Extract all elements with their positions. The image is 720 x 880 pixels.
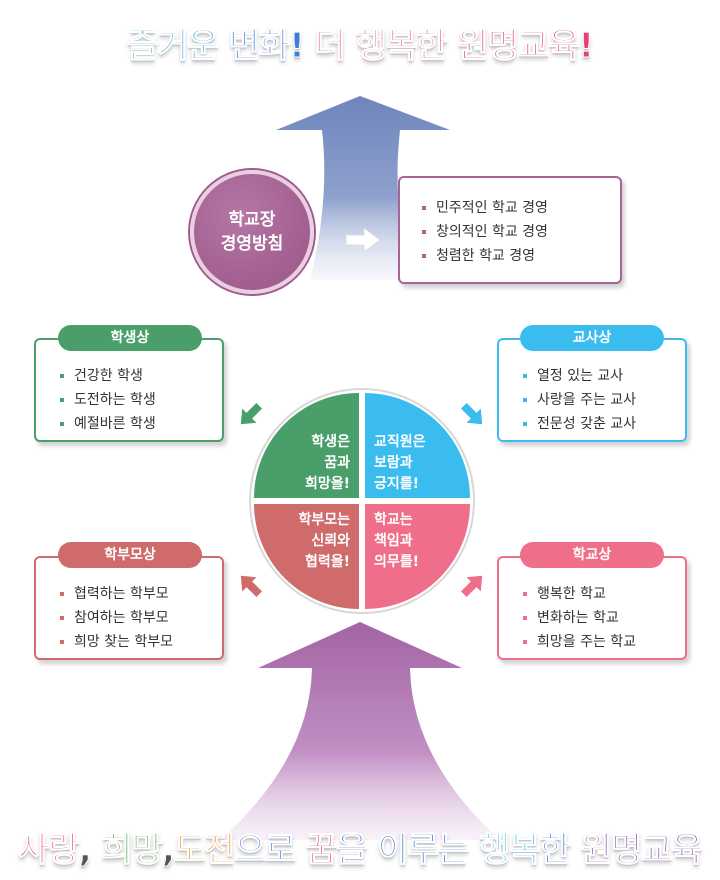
student-card: 건강한 학생 도전하는 학생 예절바른 학생 bbox=[34, 338, 224, 442]
teacher-item: 열정 있는 교사 bbox=[523, 364, 685, 388]
teacher-item: 전문성 갖춘 교사 bbox=[523, 412, 685, 436]
slogan-part: 사랑 bbox=[18, 830, 81, 871]
quadrant-student bbox=[254, 393, 359, 498]
title-part-3: 더 bbox=[314, 26, 356, 67]
policy-item: 민주적인 학교 경영 bbox=[422, 196, 620, 220]
arrow-icon-school bbox=[460, 575, 483, 598]
title-part-2: 변화! bbox=[228, 26, 315, 67]
student-item: 예절바른 학생 bbox=[60, 412, 222, 436]
school-title-pill: 학교상 bbox=[520, 542, 664, 568]
principal-line-2: 경영방침 bbox=[220, 234, 284, 254]
title-part-5: 원명교육! bbox=[457, 26, 595, 67]
slogan-part: 을 bbox=[336, 830, 378, 871]
quadrant-text-student: 학생은 꿈과 희망을! bbox=[296, 432, 350, 495]
right-arrow-icon bbox=[346, 228, 380, 252]
title-part-1: 즐거운 bbox=[126, 26, 229, 67]
policy-item: 창의적인 학교 경영 bbox=[422, 220, 620, 244]
slogan-part: 으로 bbox=[234, 830, 306, 871]
slogan-part: 행복 bbox=[479, 830, 542, 871]
school-item: 행복한 학교 bbox=[523, 582, 685, 606]
parent-title-pill: 학부모상 bbox=[58, 542, 202, 568]
quadrant-line: 책임과 bbox=[374, 533, 413, 549]
quadrant-line: 희망을! bbox=[304, 476, 350, 492]
policy-item: 청렴한 학교 경영 bbox=[422, 244, 620, 268]
slogan-part: 희망 bbox=[101, 830, 164, 871]
principal-policy-box: 민주적인 학교 경영 창의적인 학교 경영 청렴한 학교 경영 bbox=[398, 176, 622, 284]
parent-item: 희망 찾는 학부모 bbox=[60, 630, 222, 654]
quadrant-line: 신뢰와 bbox=[311, 533, 350, 549]
teacher-card: 열정 있는 교사 사랑을 주는 교사 전문성 갖춘 교사 bbox=[497, 338, 687, 442]
parent-item: 협력하는 학부모 bbox=[60, 582, 222, 606]
quadrant-line: 학생은 bbox=[311, 434, 350, 450]
school-item: 변화하는 학교 bbox=[523, 606, 685, 630]
slogan-part: 한 bbox=[539, 830, 581, 871]
quadrant-teacher bbox=[365, 393, 470, 498]
quadrant-line: 보람과 bbox=[374, 455, 413, 471]
bottom-slogan: 사랑, 희망,도전으로 꿈을 이루는 행복한 원명교육 bbox=[0, 822, 720, 871]
parent-item: 참여하는 학부모 bbox=[60, 606, 222, 630]
slogan-part: 꿈 bbox=[305, 830, 337, 871]
quadrant-line: 꿈과 bbox=[324, 455, 350, 471]
school-card: 행복한 학교 변화하는 학교 희망을 주는 학교 bbox=[497, 556, 687, 660]
principal-line-1: 학교장 bbox=[228, 210, 276, 230]
quadrant-line: 의무를! bbox=[374, 554, 420, 570]
slogan-part: 이루는 bbox=[377, 830, 480, 871]
quadrant-line: 학교는 bbox=[374, 512, 413, 528]
quadrant-text-parent: 학부모는 신뢰와 협력을! bbox=[288, 510, 350, 573]
slogan-part: , bbox=[162, 830, 176, 871]
principal-policy-circle: 학교장 경영방침 bbox=[190, 170, 314, 294]
quadrant-parent bbox=[254, 504, 359, 609]
quadrant-school bbox=[365, 504, 470, 609]
slogan-part: , bbox=[78, 830, 102, 871]
upward-arrow-top bbox=[276, 96, 450, 280]
center-circle bbox=[249, 388, 475, 614]
student-item: 도전하는 학생 bbox=[60, 388, 222, 412]
slogan-part: 도전 bbox=[173, 830, 236, 871]
arrow-icon-parent bbox=[240, 575, 263, 598]
page-title: 즐거운 변화! 더 행복한 원명교육! bbox=[0, 18, 720, 67]
title-part-4: 행복한 bbox=[355, 26, 458, 67]
quadrant-text-school: 학교는 책임과 의무를! bbox=[374, 510, 438, 573]
teacher-title-pill: 교사상 bbox=[520, 325, 664, 351]
quadrant-line: 긍지를! bbox=[374, 476, 420, 492]
quadrant-line: 협력을! bbox=[304, 554, 350, 570]
upward-arrow-bottom bbox=[220, 622, 500, 840]
student-item: 건강한 학생 bbox=[60, 364, 222, 388]
quadrant-line: 교직원은 bbox=[374, 434, 426, 450]
teacher-item: 사랑을 주는 교사 bbox=[523, 388, 685, 412]
quadrant-line: 학부모는 bbox=[298, 512, 350, 528]
slogan-part: 원명교육 bbox=[580, 830, 703, 871]
arrow-icon-student bbox=[240, 402, 263, 425]
school-item: 희망을 주는 학교 bbox=[523, 630, 685, 654]
arrow-icon-teacher bbox=[460, 402, 483, 425]
quadrant-text-teacher: 교직원은 보람과 긍지를! bbox=[374, 432, 438, 495]
student-title-pill: 학생상 bbox=[58, 325, 202, 351]
parent-card: 협력하는 학부모 참여하는 학부모 희망 찾는 학부모 bbox=[34, 556, 224, 660]
